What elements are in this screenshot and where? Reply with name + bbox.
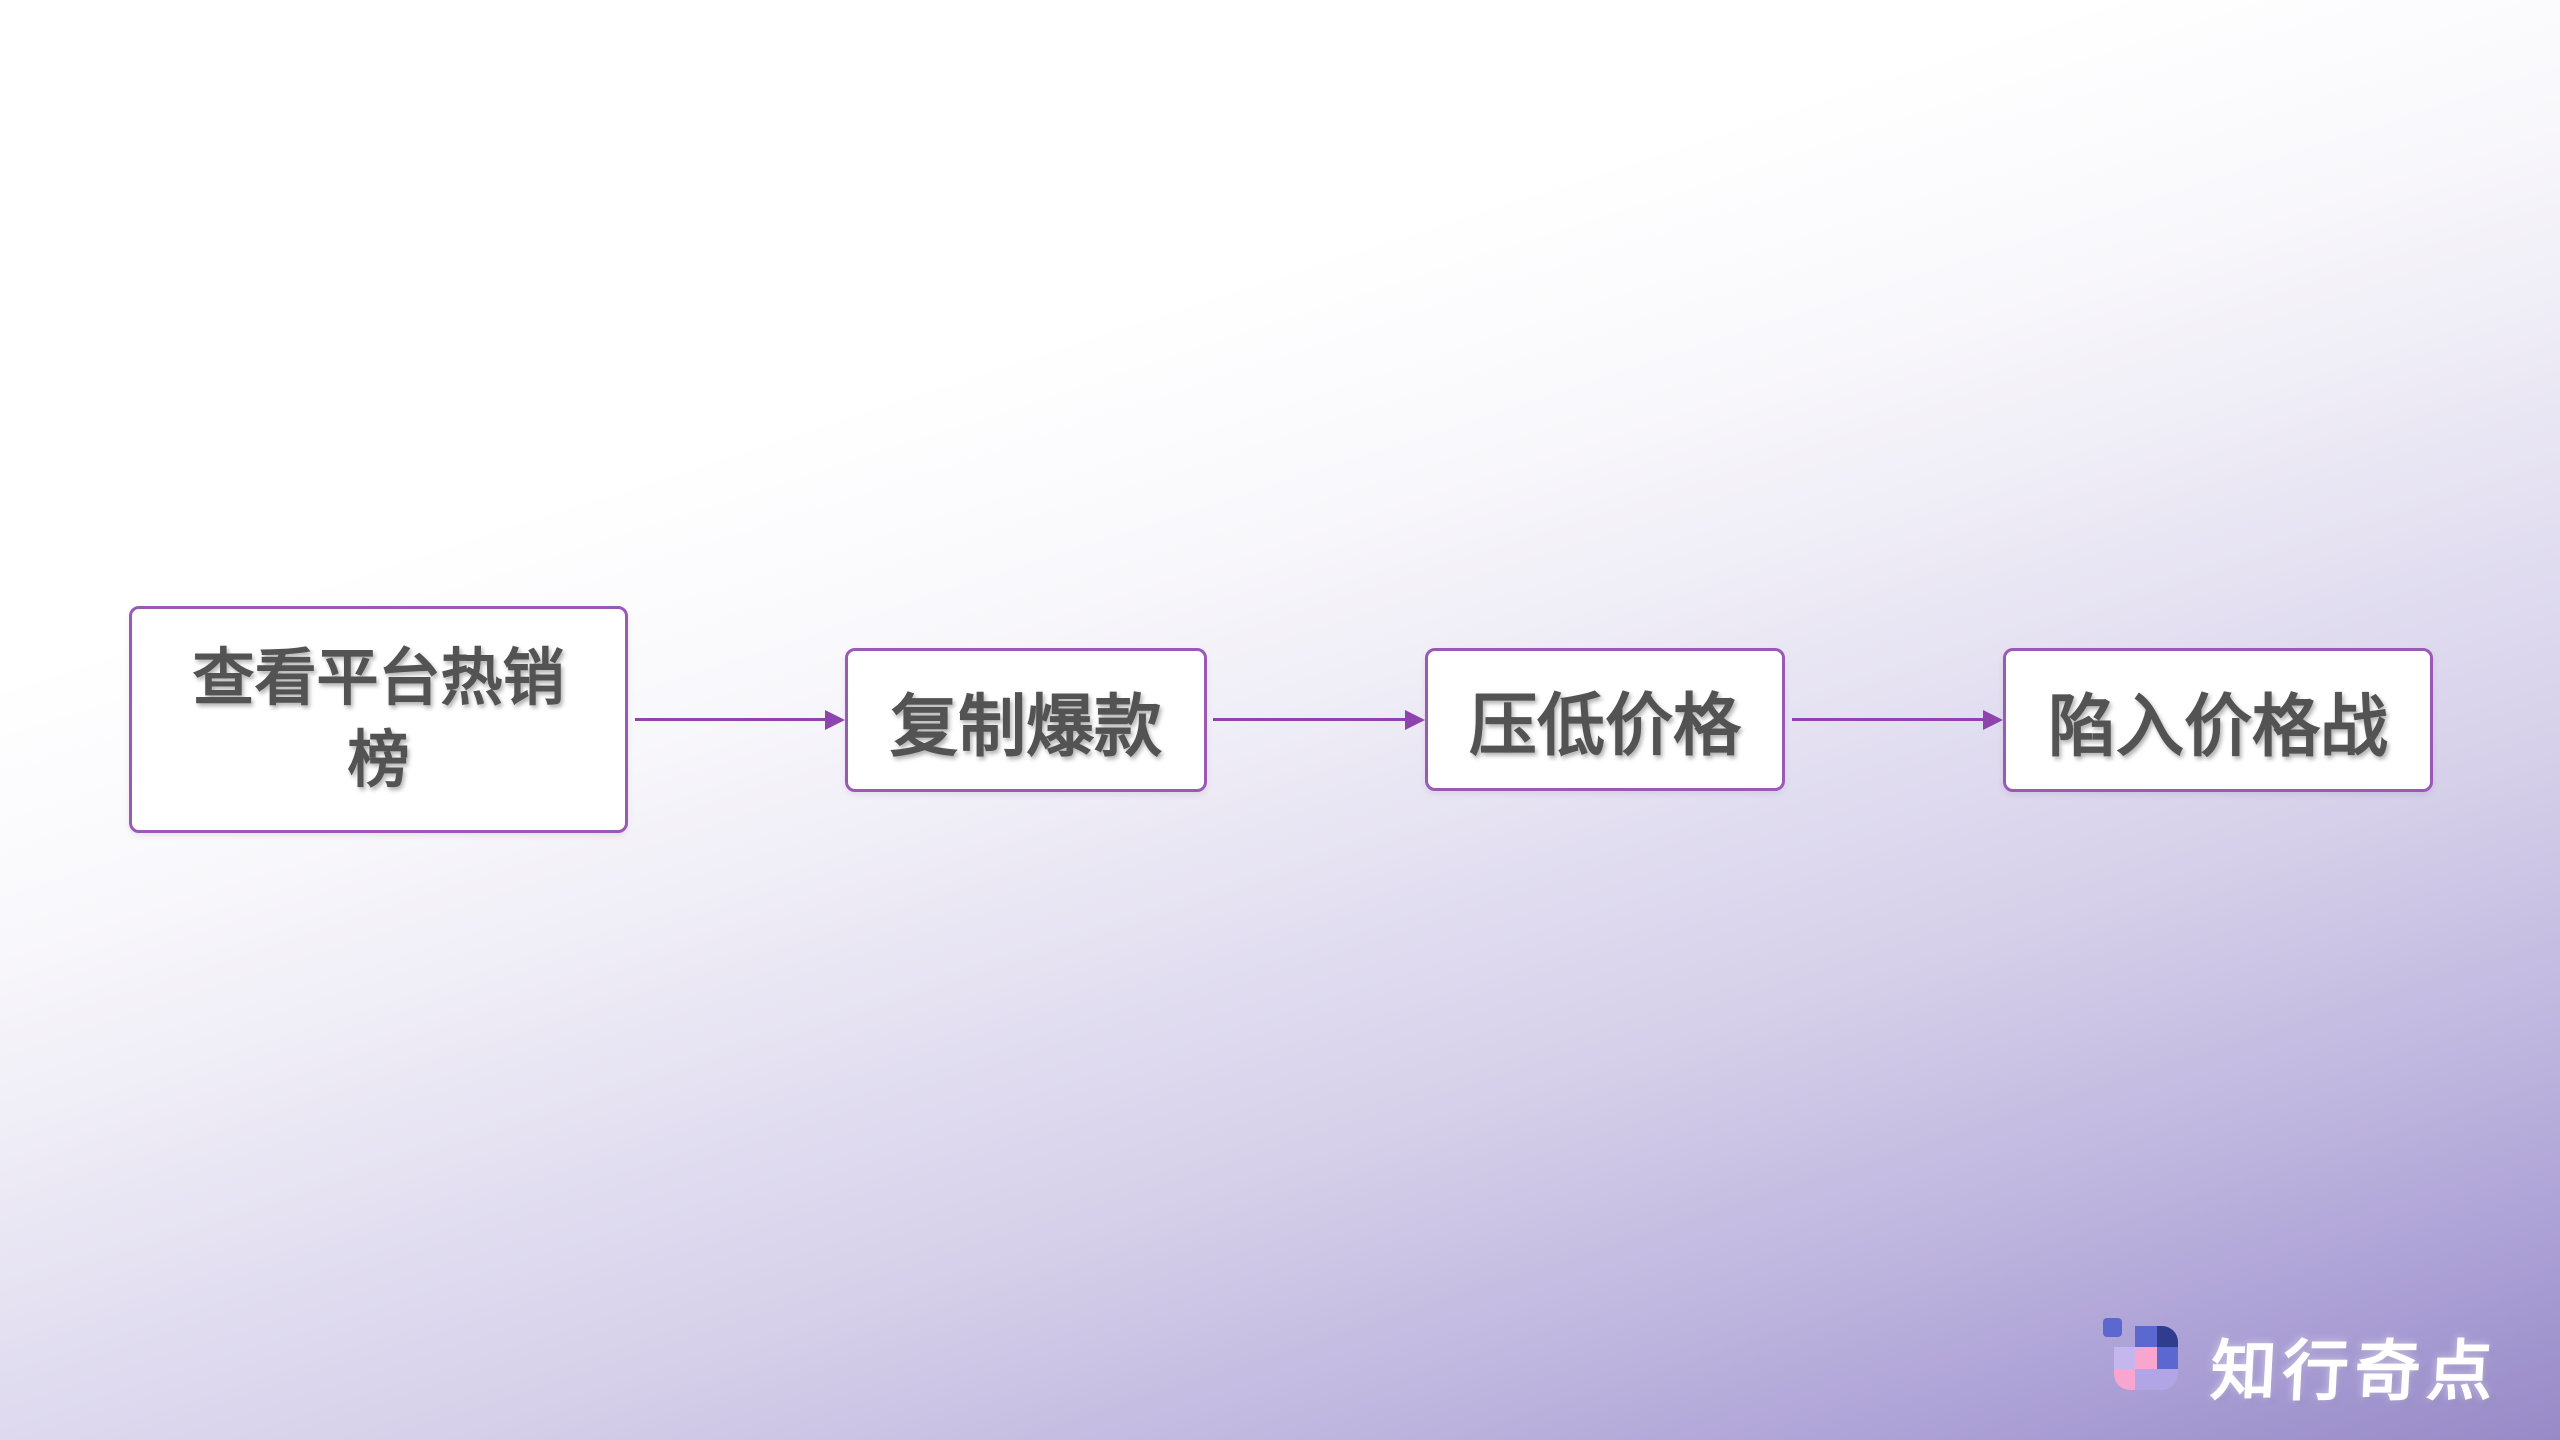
- brand-logo-text: 知行奇点: [2208, 1334, 2501, 1408]
- flow-node-copy-hot-products: 复制爆款: [845, 648, 1207, 792]
- connector-arrow-1: [635, 718, 827, 721]
- flow-node-label: 压低价格: [1468, 688, 1741, 764]
- brand-logo: 知行奇点: [2103, 1316, 2523, 1408]
- connector-arrow-3: [1792, 718, 1983, 721]
- arrowhead-icon: [825, 710, 845, 730]
- logo-icon-grid: [2114, 1326, 2178, 1390]
- connector-arrow-2: [1213, 718, 1405, 721]
- flow-node-check-bestseller-list: 查看平台热销榜: [129, 606, 628, 833]
- arrowhead-icon: [1405, 710, 1425, 730]
- logo-icon-offset-square: [2103, 1318, 2122, 1337]
- flow-node-price-war: 陷入价格战: [2003, 648, 2433, 792]
- flow-node-label: 陷入价格战: [2047, 688, 2388, 765]
- flow-node-label: 复制爆款: [889, 688, 1162, 765]
- arrowhead-icon: [1983, 710, 2003, 730]
- pixel-grid-logo-icon: [2103, 1318, 2179, 1390]
- flow-node-label: 查看平台热销榜: [192, 643, 565, 795]
- flow-node-lower-price: 压低价格: [1425, 648, 1785, 791]
